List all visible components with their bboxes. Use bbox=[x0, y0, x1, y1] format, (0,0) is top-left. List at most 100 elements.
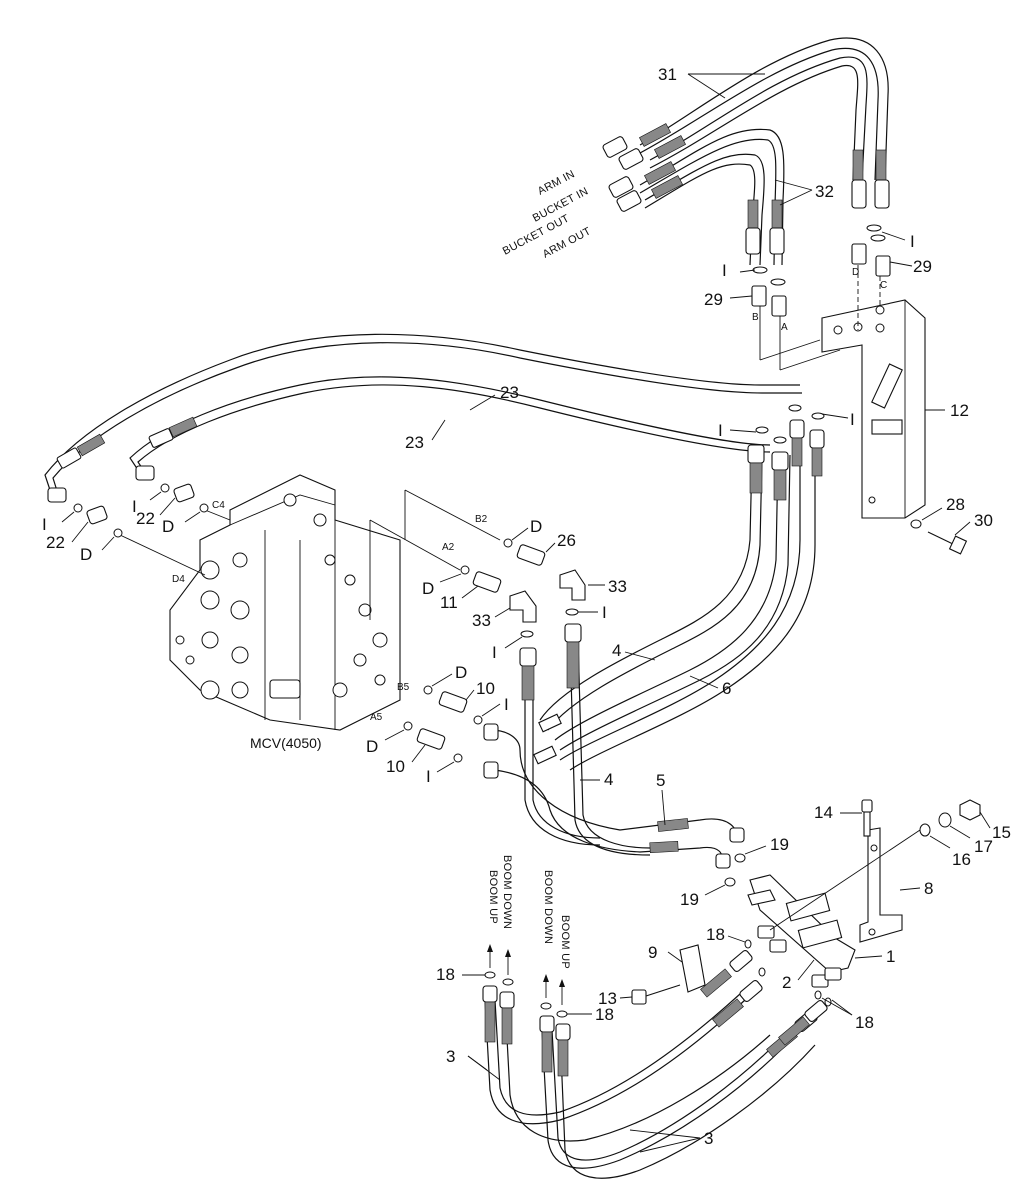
part-label-10: 10 bbox=[476, 679, 495, 698]
part-label-10: 10 bbox=[386, 757, 405, 776]
part-label-29: 29 bbox=[913, 257, 932, 276]
part-label-30: 30 bbox=[974, 511, 993, 530]
o-ring bbox=[870, 234, 886, 242]
o-ring bbox=[755, 426, 769, 434]
part-label-23: 23 bbox=[500, 383, 519, 402]
o-ring bbox=[113, 528, 123, 538]
seal-label: I bbox=[492, 643, 497, 662]
bolt-13 bbox=[631, 984, 681, 1005]
o-ring bbox=[453, 753, 463, 763]
part-label-17: 17 bbox=[974, 837, 993, 856]
part-label-32: 32 bbox=[815, 182, 834, 201]
clamp-9 bbox=[679, 944, 706, 993]
o-ring bbox=[460, 565, 470, 575]
o-ring bbox=[520, 630, 534, 638]
part-label-8: 8 bbox=[924, 879, 933, 898]
seal-label: I bbox=[910, 232, 915, 251]
part-label-19: 19 bbox=[680, 890, 699, 909]
adapter-22-left bbox=[86, 505, 108, 525]
bracket-8 bbox=[859, 827, 903, 943]
boom-manifold-1 bbox=[747, 874, 856, 988]
o-ring bbox=[788, 404, 802, 412]
seal-label: D bbox=[162, 517, 174, 536]
o-ring bbox=[423, 685, 433, 695]
port-label-d: D bbox=[852, 267, 859, 278]
direction-label-boom-up-left: BOOM UP bbox=[487, 870, 499, 924]
part-label-14: 14 bbox=[814, 803, 833, 822]
hose-group-3 bbox=[482, 950, 828, 1179]
elbow-33-right bbox=[559, 569, 586, 601]
direction-label-boom-down-right: BOOM DOWN bbox=[542, 870, 554, 944]
port-label-a5: A5 bbox=[370, 712, 383, 723]
part-label-18: 18 bbox=[706, 925, 725, 944]
port-label-b5: B5 bbox=[397, 682, 410, 693]
part-label-26: 26 bbox=[557, 531, 576, 550]
o-ring bbox=[484, 971, 496, 979]
part-label-29: 29 bbox=[704, 290, 723, 309]
part-label-23: 23 bbox=[405, 433, 424, 452]
part-label-5: 5 bbox=[656, 771, 665, 790]
part-label-31: 31 bbox=[658, 65, 677, 84]
part-label-33: 33 bbox=[608, 577, 627, 596]
o-ring bbox=[503, 538, 513, 548]
port-label-d4: D4 bbox=[172, 574, 185, 585]
port-label-b2: B2 bbox=[475, 514, 488, 525]
part-label-12: 12 bbox=[950, 401, 969, 420]
mcv-label: MCV(4050) bbox=[250, 735, 322, 751]
part-label-22: 22 bbox=[46, 533, 65, 552]
seal-label: D bbox=[366, 737, 378, 756]
adapter-10-lower bbox=[416, 728, 446, 750]
washer-28 bbox=[910, 519, 922, 529]
direction-label-boom-up-right: BOOM UP bbox=[559, 915, 571, 969]
part-label-18: 18 bbox=[595, 1005, 614, 1024]
part-label-22: 22 bbox=[136, 509, 155, 528]
seal-label: D bbox=[80, 545, 92, 564]
direction-label-boom-down-left: BOOM DOWN bbox=[501, 855, 513, 929]
part-label-11: 11 bbox=[440, 593, 458, 612]
adapter-11 bbox=[472, 571, 502, 593]
part-label-3: 3 bbox=[704, 1129, 713, 1148]
part-label-1: 1 bbox=[886, 947, 895, 966]
o-ring bbox=[773, 436, 787, 444]
o-ring bbox=[565, 608, 579, 616]
part-label-4: 4 bbox=[612, 641, 621, 660]
washer-16 bbox=[919, 823, 931, 837]
o-ring bbox=[814, 990, 822, 1000]
hose-end-fittings-upper bbox=[602, 123, 686, 212]
part-label-18: 18 bbox=[436, 965, 455, 984]
seal-label: D bbox=[455, 663, 467, 682]
seal-label: I bbox=[426, 767, 431, 786]
o-ring bbox=[73, 503, 83, 513]
part-label-2: 2 bbox=[782, 973, 791, 992]
part-label-13: 13 bbox=[598, 989, 617, 1008]
nut-15 bbox=[959, 799, 981, 821]
o-ring bbox=[473, 715, 483, 725]
o-ring bbox=[199, 503, 209, 513]
part-label-6: 6 bbox=[722, 679, 731, 698]
o-ring bbox=[744, 939, 752, 949]
adapter-26 bbox=[516, 544, 546, 566]
main-control-valve bbox=[169, 474, 401, 731]
adapter-22-right bbox=[173, 483, 195, 503]
o-ring bbox=[811, 412, 825, 420]
o-ring bbox=[758, 967, 766, 977]
o-ring bbox=[403, 721, 413, 731]
seal-label: I bbox=[850, 410, 855, 429]
washer-17 bbox=[938, 812, 952, 828]
o-ring bbox=[502, 978, 514, 986]
adapter-29-left bbox=[729, 285, 787, 317]
port-label-c4: C4 bbox=[212, 500, 225, 511]
part-label-19: 19 bbox=[770, 835, 789, 854]
seal-label: I bbox=[722, 261, 727, 280]
port-label-c: C bbox=[880, 280, 887, 291]
hose-end-fittings-32-vertical bbox=[745, 199, 785, 255]
seal-label: I bbox=[718, 421, 723, 440]
port-label-b: B bbox=[752, 312, 759, 323]
hose-group-23 bbox=[44, 333, 802, 503]
o-ring bbox=[540, 1002, 552, 1010]
hoses-4-6 bbox=[539, 419, 825, 771]
seal-label: I bbox=[504, 695, 509, 714]
seal-label: D bbox=[530, 517, 542, 536]
part-label-15: 15 bbox=[992, 823, 1011, 842]
